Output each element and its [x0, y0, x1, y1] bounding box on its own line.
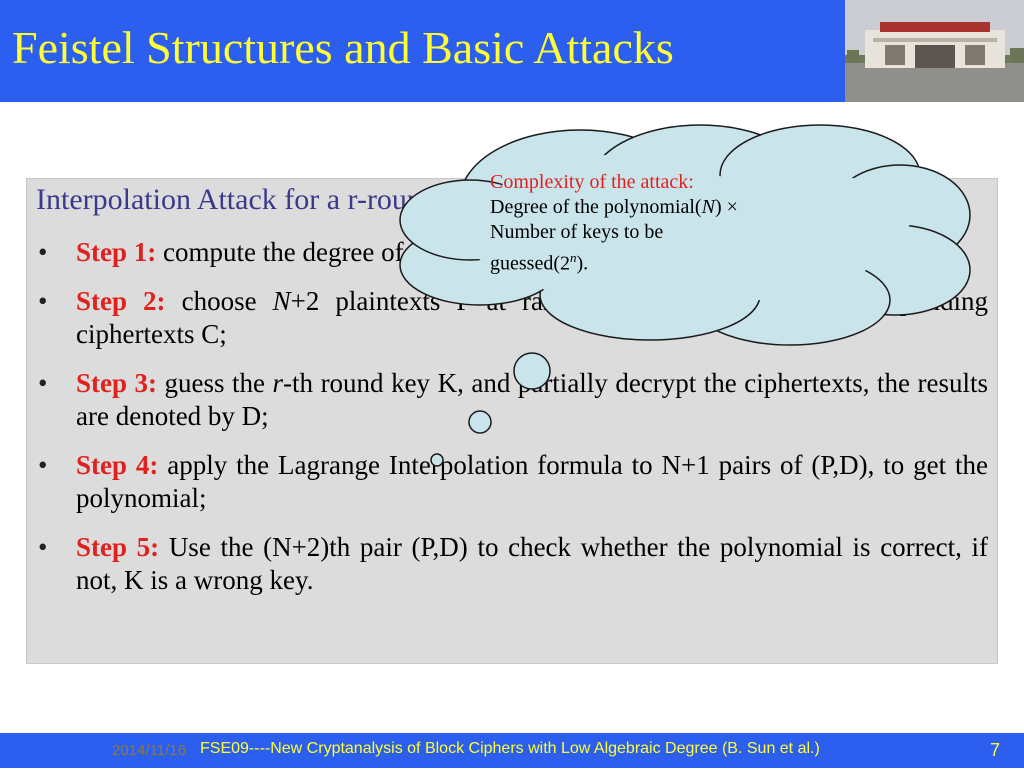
step-text: guess the — [164, 368, 273, 398]
step-text: apply the Lagrange Interpolation formula… — [76, 450, 989, 513]
building-photo — [845, 0, 1024, 102]
callout-title: Complexity of the attack: — [490, 171, 694, 193]
callout-variable: N — [701, 196, 715, 218]
steps-list: • Step 1: compute the degree of (r-1)-ro… — [36, 236, 988, 613]
callout-text-part: guessed(2 — [490, 252, 570, 275]
step-label: Step 3: — [76, 368, 158, 398]
step-label: Step 4: — [76, 450, 159, 480]
callout-line-2: Number of keys to be — [490, 221, 664, 243]
step-text: (r-1) — [410, 237, 460, 267]
callout-line-3: guessed(2n). — [490, 245, 790, 277]
bullet-icon: • — [38, 450, 48, 480]
callout-line-1: Degree of the polynomial(N) × — [490, 195, 790, 220]
callout-text: Complexity of the attack: Degree of the … — [490, 170, 790, 277]
callout-text-part: ). — [576, 252, 589, 275]
callout-text-part: Degree of the polynomial( — [490, 196, 702, 218]
bullet-icon: • — [38, 532, 48, 562]
footer-citation: FSE09----New Cryptanalysis of Block Ciph… — [200, 740, 820, 757]
bullet-icon: • — [38, 237, 48, 267]
step-text: Use the (N+2)th pair (P,D) to check whet… — [76, 532, 989, 595]
step-label: Step 2: — [76, 286, 166, 316]
step-label: Step 5: — [76, 532, 160, 562]
step-variable: N — [272, 286, 291, 316]
step-text: -th round key K, and partially decrypt t… — [76, 368, 989, 431]
footer-date: 2014/11/16 — [112, 742, 186, 759]
callout-superscript: n — [569, 250, 577, 265]
footer-bar — [0, 733, 1024, 768]
step-variable: r — [272, 368, 284, 398]
title-bar: Feistel Structures and Basic Attacks — [0, 0, 845, 102]
step-label: Step 1: — [76, 237, 157, 267]
step-item-3: • Step 3: guess the r-th round key K, an… — [36, 367, 988, 433]
bullet-icon: • — [38, 368, 48, 398]
step-text: choose — [181, 286, 273, 316]
step-item-5: • Step 5: Use the (N+2)th pair (P,D) to … — [36, 531, 988, 597]
step-text: compute the degree of — [163, 237, 411, 267]
bullet-icon: • — [38, 286, 48, 316]
step-item-2: • Step 2: choose N+2 plaintexts P at ran… — [36, 285, 988, 351]
slide-title: Feistel Structures and Basic Attacks — [12, 22, 674, 73]
callout-text-part: ) × — [714, 196, 738, 218]
intro-heading: Interpolation Attack for a r-round ciphe… — [36, 183, 528, 216]
page-number: 7 — [990, 740, 1001, 760]
step-item-4: • Step 4: apply the Lagrange Interpolati… — [36, 449, 988, 515]
